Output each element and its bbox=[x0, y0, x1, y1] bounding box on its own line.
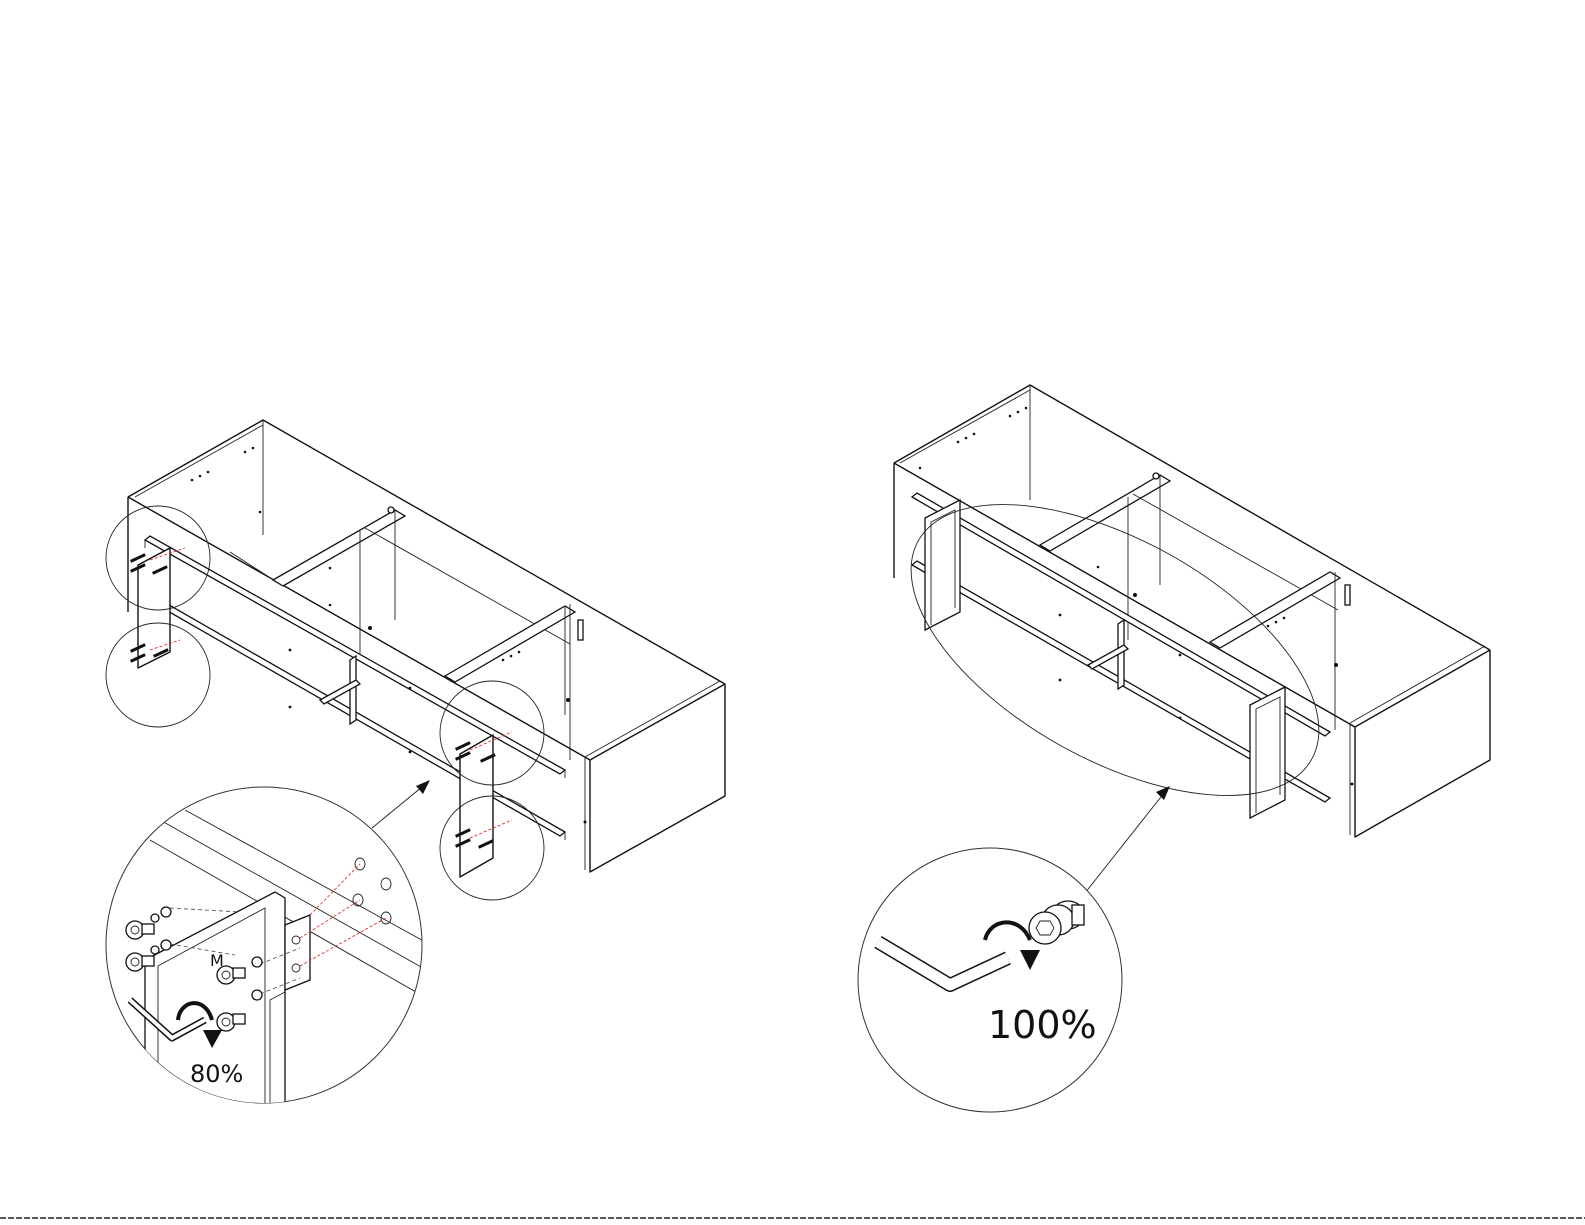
right-cabinet-body bbox=[894, 385, 1490, 837]
right-cabinet-assembly: 100% bbox=[858, 385, 1490, 1112]
left-magnified-detail: 80% M bbox=[106, 787, 440, 1110]
right-leader-arrow bbox=[1085, 786, 1170, 893]
tighten-80-label: 80% bbox=[190, 1060, 243, 1088]
right-frame-bars bbox=[912, 493, 1330, 818]
left-cabinet-assembly: 80% M bbox=[106, 420, 725, 1110]
right-magnified-detail: 100% bbox=[858, 848, 1122, 1112]
part-m-label: M bbox=[210, 951, 224, 970]
left-leader-arrow bbox=[372, 780, 430, 828]
tighten-100-label: 100% bbox=[988, 1003, 1097, 1047]
